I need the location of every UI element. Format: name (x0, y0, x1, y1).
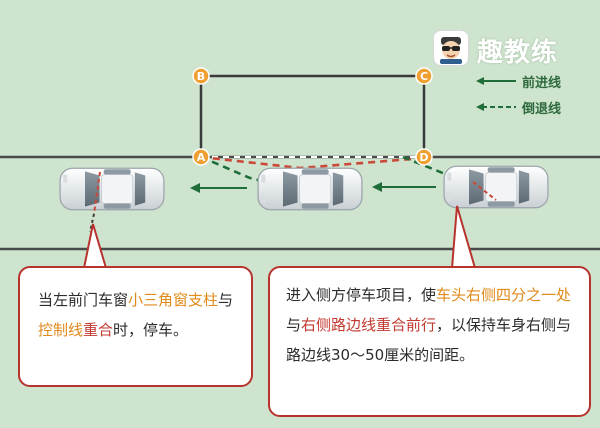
callout-right-pointer (450, 205, 477, 269)
callout-left-highlight-pillar: 小三角 (128, 291, 174, 309)
point-d-marker: D (415, 148, 433, 166)
parking-bay-outline (199, 74, 426, 157)
callout-right-highlight-head: 车头右侧四分之一处 (436, 286, 572, 304)
legend-forward-label: 前进线 (522, 76, 562, 91)
legend-reverse: 倒退线 (474, 98, 598, 117)
car-middle (257, 167, 363, 211)
callout-enter-instruction: 进入侧方停车项目，使车头右侧四分之一处与右侧路边线重合前行，以保持车身右侧与路边… (268, 266, 591, 417)
callout-left-highlight-pillar-2: 窗支柱 (173, 291, 219, 309)
callout-left-highlight-align: 重合 (83, 321, 114, 339)
driver-sunglasses-icon (433, 30, 469, 66)
callout-right-text-1: 进入侧方停车项目，使 (286, 286, 437, 304)
callout-right-text-3: ，以保持车身右侧与路边线30～50厘米的间距。 (286, 316, 572, 364)
callout-stop-instruction: 当左前门车窗小三角窗支柱与控制线重合时，停车。 (18, 266, 253, 387)
point-b-marker: B (192, 67, 210, 85)
forward-arrow-left (190, 183, 247, 193)
brand-name: 趣教练 (477, 38, 559, 68)
callout-left-text-2: 与 (218, 291, 234, 309)
reverse-line-icon (476, 103, 516, 111)
point-a-marker: A (192, 148, 210, 166)
forward-arrow-right (372, 182, 436, 192)
brand-logo: 趣教练 (433, 28, 593, 70)
reverse-path-shadow (200, 155, 306, 194)
car-stopped-left (59, 167, 165, 211)
callout-left-text-3: 时，停车。 (113, 321, 189, 339)
point-b-label: B (197, 70, 205, 83)
car-start-right (443, 165, 549, 209)
callout-left-pointer (82, 223, 108, 269)
reverse-path (200, 155, 425, 170)
point-c-label: C (420, 70, 428, 83)
forward-guide-line (402, 155, 481, 190)
legend-reverse-label: 倒退线 (522, 102, 562, 117)
forward-line-icon (476, 77, 516, 85)
callout-right-text-2: 与 (286, 316, 302, 334)
point-c-marker: C (415, 67, 433, 85)
legend-forward: 前进线 (474, 72, 598, 91)
car-head-mark (472, 181, 497, 201)
legend: 前进线 倒退线 (474, 72, 598, 122)
point-d-label: D (419, 151, 428, 164)
point-a-label: A (197, 151, 206, 164)
control-line-mark-left (89, 171, 101, 233)
callout-right-highlight-edge: 右侧路边线重合前行 (301, 316, 437, 334)
callout-left-highlight-control-line: 控制线 (38, 321, 84, 339)
callout-left-text-1: 当左前门车窗 (38, 291, 129, 309)
